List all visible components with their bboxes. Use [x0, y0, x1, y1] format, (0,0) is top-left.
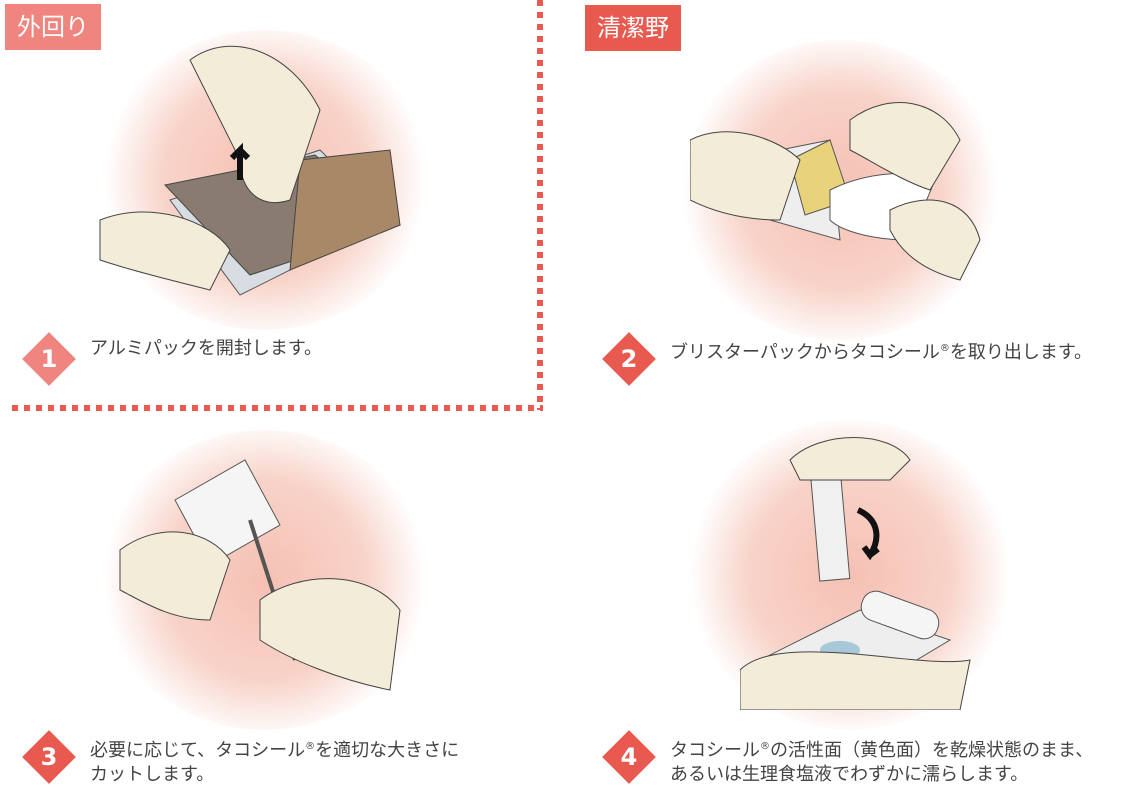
step-3: 3 必要に応じて、タコシール®を適切な大きさにカットします。	[22, 730, 459, 787]
step-text: ブリスターパックからタコシール®を取り出します。	[670, 342, 1093, 363]
illustration-cut-sheet	[119, 459, 401, 691]
step-number-badge: 2	[602, 332, 656, 386]
step-1: 1 アルミパックを開封します。	[22, 332, 323, 386]
illustration-open-aluminum-pack	[99, 45, 402, 296]
step-text: タコシール®の活性面（黄色面）を乾燥状態のまま、あるいは生理食塩液でわずかに濡ら…	[670, 740, 1094, 785]
outside-zone-label: 外回り	[5, 4, 101, 50]
step-2: 2 ブリスターパックからタコシール®を取り出します。	[602, 332, 1093, 386]
step-number-badge: 1	[22, 332, 76, 386]
step-4: 4 タコシール®の活性面（黄色面）を乾燥状態のまま、あるいは生理食塩液でわずかに…	[602, 730, 1093, 787]
clean-field-label: 清潔野	[585, 5, 681, 51]
zone-divider-horizontal	[12, 405, 543, 411]
illustration-remove-from-blister	[690, 102, 981, 281]
step-number-badge: 4	[602, 730, 656, 784]
step-text: アルミパックを開封します。	[90, 338, 323, 359]
step-number-badge: 3	[22, 730, 76, 784]
illustration-moisten-with-saline	[740, 437, 971, 710]
step-text: 必要に応じて、タコシール®を適切な大きさにカットします。	[90, 740, 460, 785]
zone-divider-vertical	[537, 0, 543, 410]
